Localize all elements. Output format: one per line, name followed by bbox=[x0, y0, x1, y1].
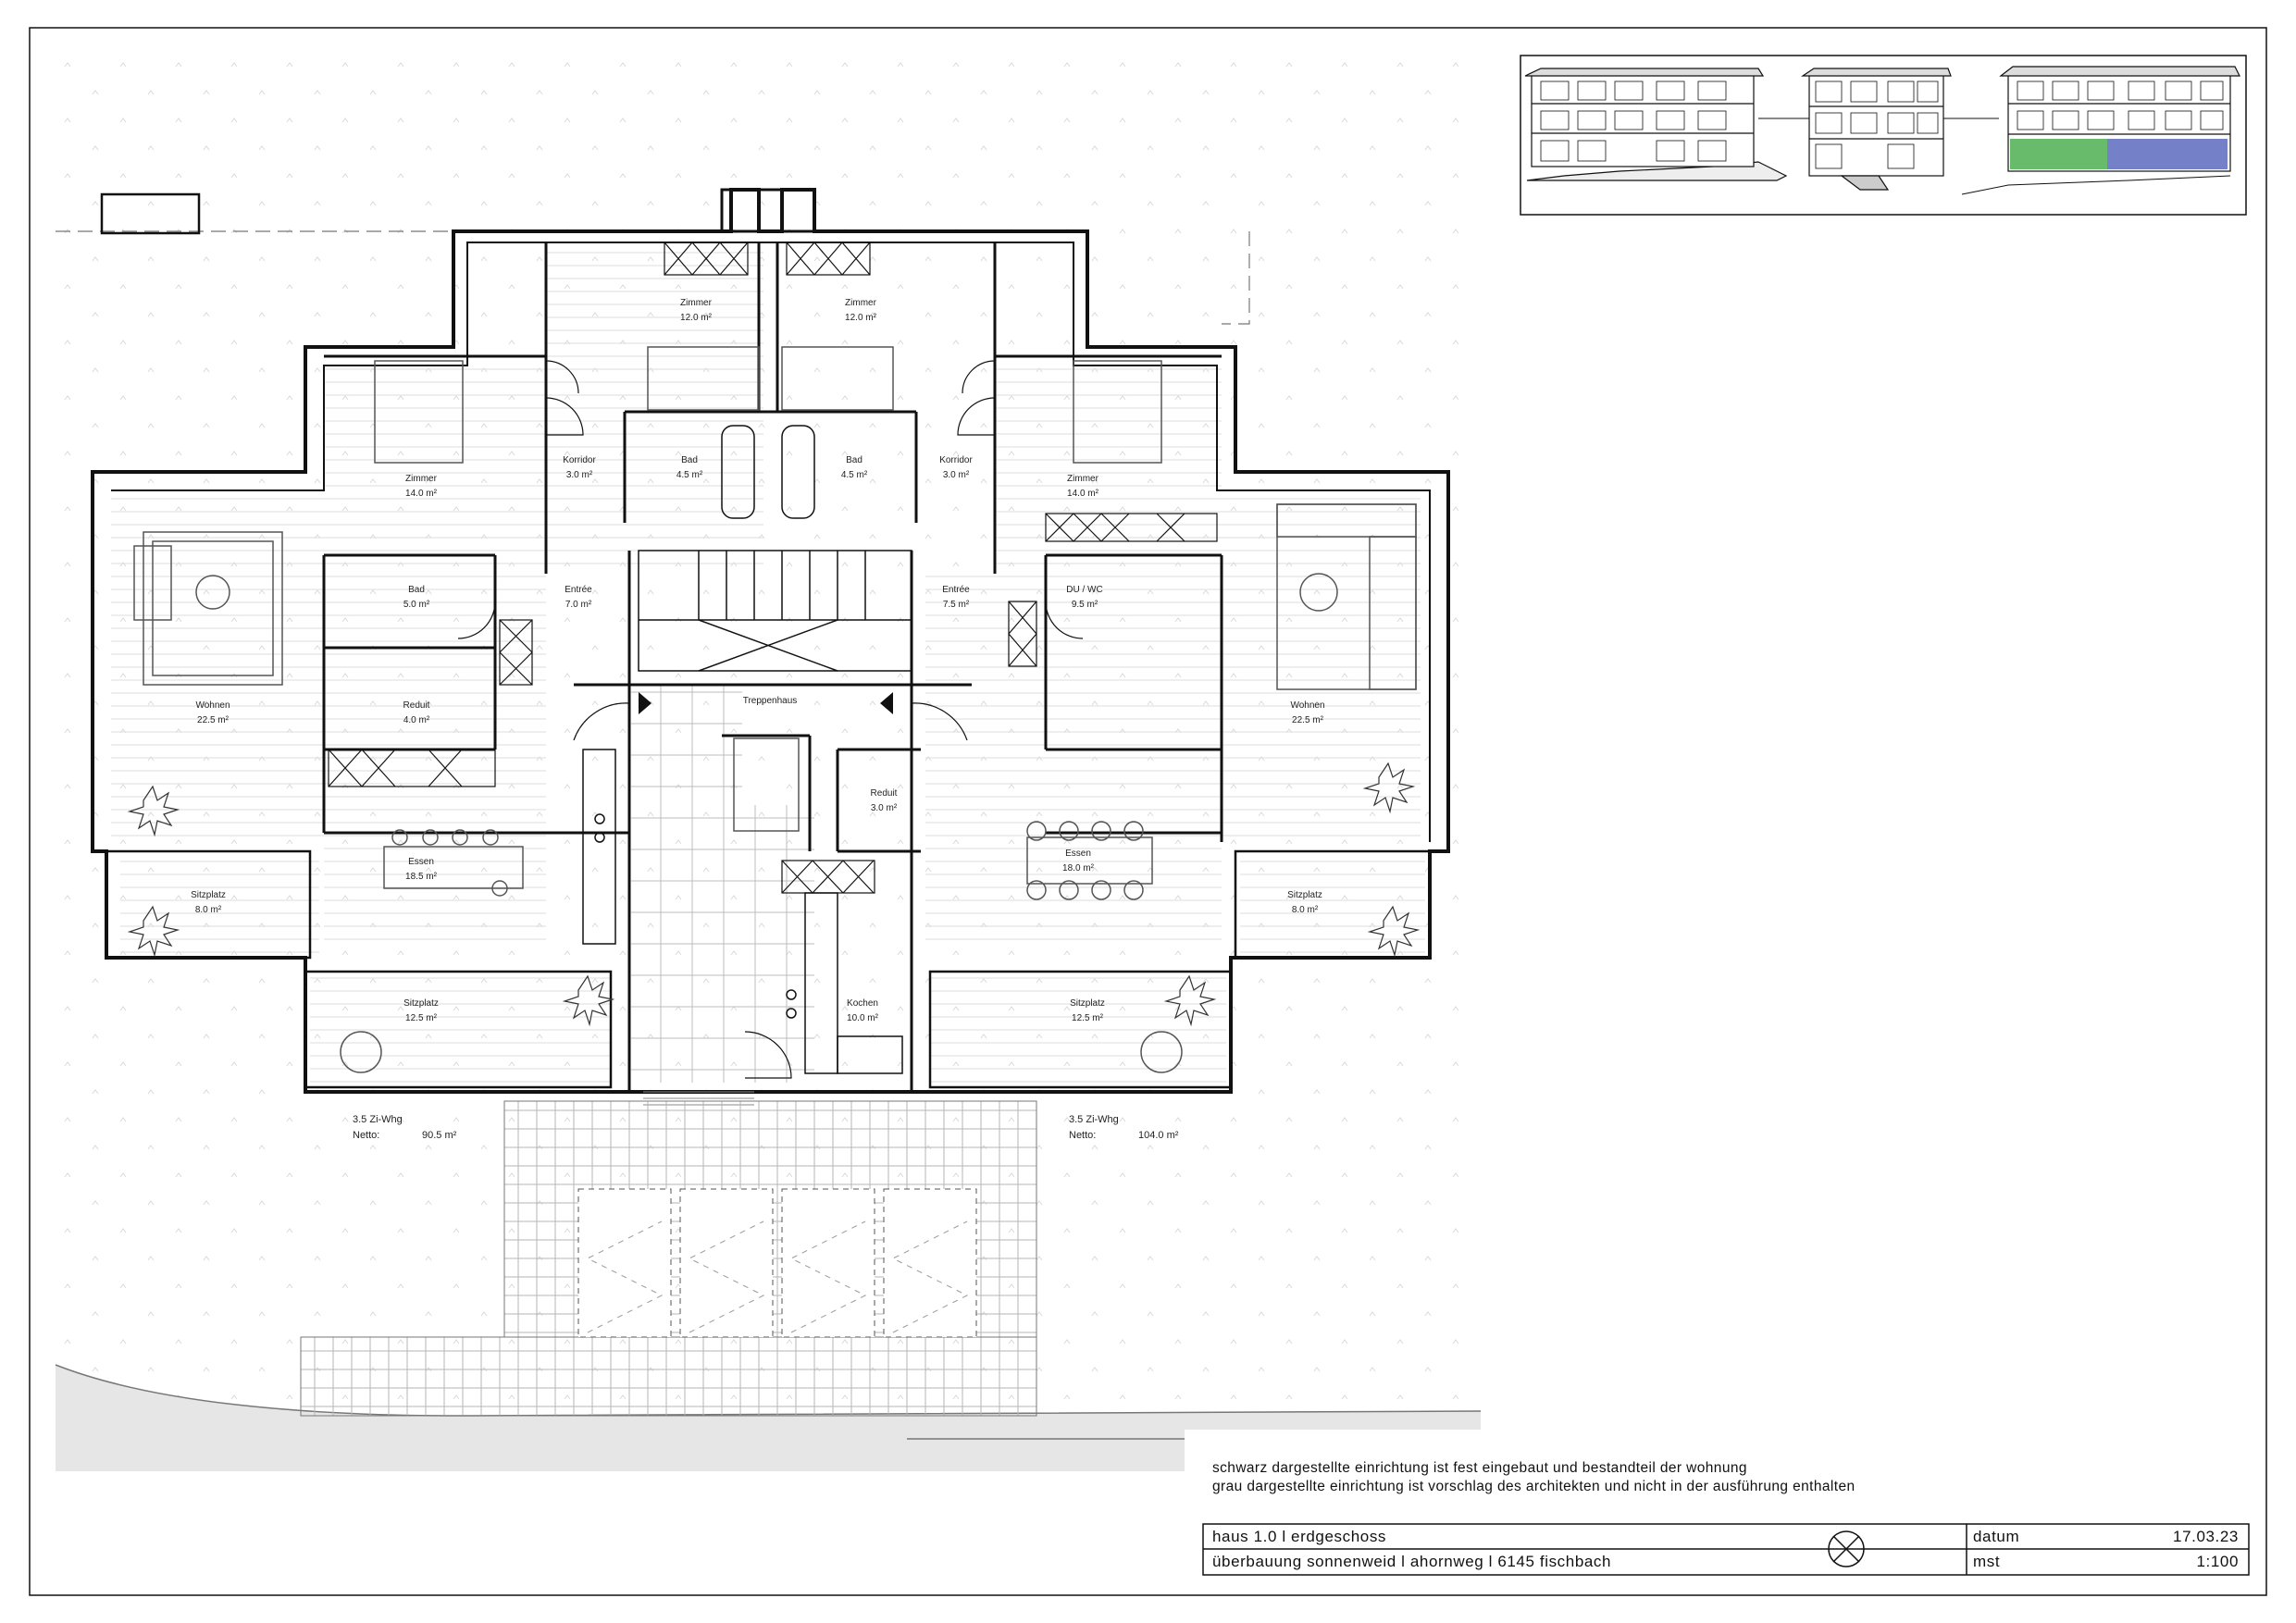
svg-text:Sitzplatz: Sitzplatz bbox=[1070, 998, 1105, 1009]
bathtubs bbox=[721, 425, 815, 519]
svg-text:22.5 m²: 22.5 m² bbox=[1292, 715, 1324, 725]
svg-text:104.0 m²: 104.0 m² bbox=[1138, 1130, 1179, 1141]
svg-text:Essen: Essen bbox=[1065, 849, 1091, 859]
doors bbox=[457, 360, 1084, 1079]
svg-text:9.5 m²: 9.5 m² bbox=[1072, 600, 1098, 610]
entry-arrow-west bbox=[639, 692, 652, 714]
svg-text:Sitzplatz: Sitzplatz bbox=[403, 998, 439, 1009]
dining-table-east bbox=[1026, 821, 1153, 900]
svg-text:Zimmer: Zimmer bbox=[680, 298, 713, 308]
svg-text:18.0 m²: 18.0 m² bbox=[1062, 863, 1095, 873]
svg-text:5.0 m²: 5.0 m² bbox=[403, 600, 430, 610]
svg-text:Netto:: Netto: bbox=[353, 1130, 379, 1141]
svg-text:Sitzplatz: Sitzplatz bbox=[1287, 890, 1322, 900]
terrace-table-west bbox=[340, 1031, 382, 1073]
date-value: 17.03.23 bbox=[2173, 1528, 2239, 1545]
unit-summary: 3.5 Zi-Whg Netto: 90.5 m² 3.5 Zi-Whg Net… bbox=[353, 1114, 1179, 1141]
project-subtitle: überbauung sonnenweid l ahornweg l 6145 … bbox=[1212, 1553, 1612, 1570]
svg-text:8.0 m²: 8.0 m² bbox=[1292, 905, 1319, 915]
skylight bbox=[100, 192, 201, 235]
title-block bbox=[1202, 1523, 2250, 1576]
svg-text:22.5 m²: 22.5 m² bbox=[197, 715, 230, 725]
svg-text:3.0 m²: 3.0 m² bbox=[566, 470, 593, 480]
svg-text:Wohnen: Wohnen bbox=[195, 700, 230, 711]
svg-text:12.0 m²: 12.0 m² bbox=[845, 313, 877, 323]
highlight-green bbox=[2010, 139, 2107, 169]
svg-text:12.5 m²: 12.5 m² bbox=[405, 1013, 438, 1023]
svg-text:7.5 m²: 7.5 m² bbox=[943, 600, 970, 610]
svg-text:Korridor: Korridor bbox=[939, 455, 973, 465]
rug-west bbox=[133, 531, 283, 686]
svg-text:Wohnen: Wohnen bbox=[1290, 700, 1324, 711]
north-arrow-icon bbox=[1828, 1530, 1865, 1567]
svg-text:Sitzplatz: Sitzplatz bbox=[191, 890, 226, 900]
svg-text:Essen: Essen bbox=[408, 857, 434, 867]
elevation-preview bbox=[1520, 55, 2247, 216]
svg-text:3.0 m²: 3.0 m² bbox=[871, 803, 898, 813]
svg-text:3.0 m²: 3.0 m² bbox=[943, 470, 970, 480]
highlight-blue bbox=[2107, 139, 2228, 169]
svg-text:Reduit: Reduit bbox=[871, 788, 898, 799]
svg-text:14.0 m²: 14.0 m² bbox=[1067, 489, 1099, 499]
svg-text:Zimmer: Zimmer bbox=[1067, 474, 1099, 484]
svg-text:DU / WC: DU / WC bbox=[1066, 585, 1102, 595]
svg-text:Netto:: Netto: bbox=[1069, 1130, 1096, 1141]
scale-label: mst bbox=[1973, 1553, 2001, 1570]
svg-text:14.0 m²: 14.0 m² bbox=[405, 489, 438, 499]
note-suggested-furniture: grau dargestellte einrichtung ist vorsch… bbox=[1212, 1479, 1855, 1494]
svg-text:Bad: Bad bbox=[846, 455, 863, 465]
dining-table-west bbox=[383, 829, 524, 897]
svg-text:Korridor: Korridor bbox=[563, 455, 596, 465]
drawing-title: haus 1.0 l erdgeschoss bbox=[1212, 1528, 1387, 1545]
svg-text:4.0 m²: 4.0 m² bbox=[403, 715, 430, 725]
svg-text:8.0 m²: 8.0 m² bbox=[195, 905, 222, 915]
forecourt-paving bbox=[300, 1100, 1037, 1417]
svg-text:Bad: Bad bbox=[681, 455, 698, 465]
staircase bbox=[638, 550, 912, 672]
building-floorplan bbox=[91, 188, 1450, 1106]
svg-text:Reduit: Reduit bbox=[403, 700, 430, 711]
property-line bbox=[56, 230, 1250, 325]
scale-value: 1:100 bbox=[2196, 1553, 2239, 1570]
note-fixed-furniture: schwarz dargestellte einrichtung ist fes… bbox=[1212, 1460, 1747, 1476]
svg-text:4.5 m²: 4.5 m² bbox=[676, 470, 703, 480]
svg-text:12.5 m²: 12.5 m² bbox=[1072, 1013, 1104, 1023]
svg-text:18.5 m²: 18.5 m² bbox=[405, 872, 438, 882]
svg-text:3.5 Zi-Whg: 3.5 Zi-Whg bbox=[1069, 1114, 1119, 1125]
sheet-border bbox=[29, 27, 2267, 1596]
svg-text:Kochen: Kochen bbox=[847, 998, 878, 1009]
svg-text:3.5 Zi-Whg: 3.5 Zi-Whg bbox=[353, 1114, 403, 1125]
stair-label: Treppenhaus bbox=[743, 696, 798, 706]
terrain-section bbox=[56, 1365, 1481, 1471]
entry-arrow-east bbox=[880, 692, 893, 714]
kitchens bbox=[582, 749, 903, 1074]
terrace-table-east bbox=[1140, 1031, 1183, 1073]
sofa-east bbox=[1276, 503, 1417, 690]
beds bbox=[374, 346, 1162, 832]
svg-text:10.0 m²: 10.0 m² bbox=[847, 1013, 879, 1023]
plants bbox=[127, 762, 1421, 1027]
room-labels: Zimmer 12.0 m² Zimmer 12.0 m² Zimmer 14.… bbox=[191, 298, 1324, 1023]
svg-text:12.0 m²: 12.0 m² bbox=[680, 313, 713, 323]
svg-text:7.0 m²: 7.0 m² bbox=[565, 600, 592, 610]
svg-text:Zimmer: Zimmer bbox=[845, 298, 877, 308]
svg-text:Zimmer: Zimmer bbox=[405, 474, 438, 484]
svg-text:Entrée: Entrée bbox=[565, 585, 592, 595]
wardrobes bbox=[328, 242, 1218, 894]
svg-text:Entrée: Entrée bbox=[942, 585, 970, 595]
svg-text:Bad: Bad bbox=[408, 585, 425, 595]
date-label: datum bbox=[1973, 1528, 2020, 1545]
svg-text:4.5 m²: 4.5 m² bbox=[841, 470, 868, 480]
svg-text:90.5 m²: 90.5 m² bbox=[422, 1130, 457, 1141]
